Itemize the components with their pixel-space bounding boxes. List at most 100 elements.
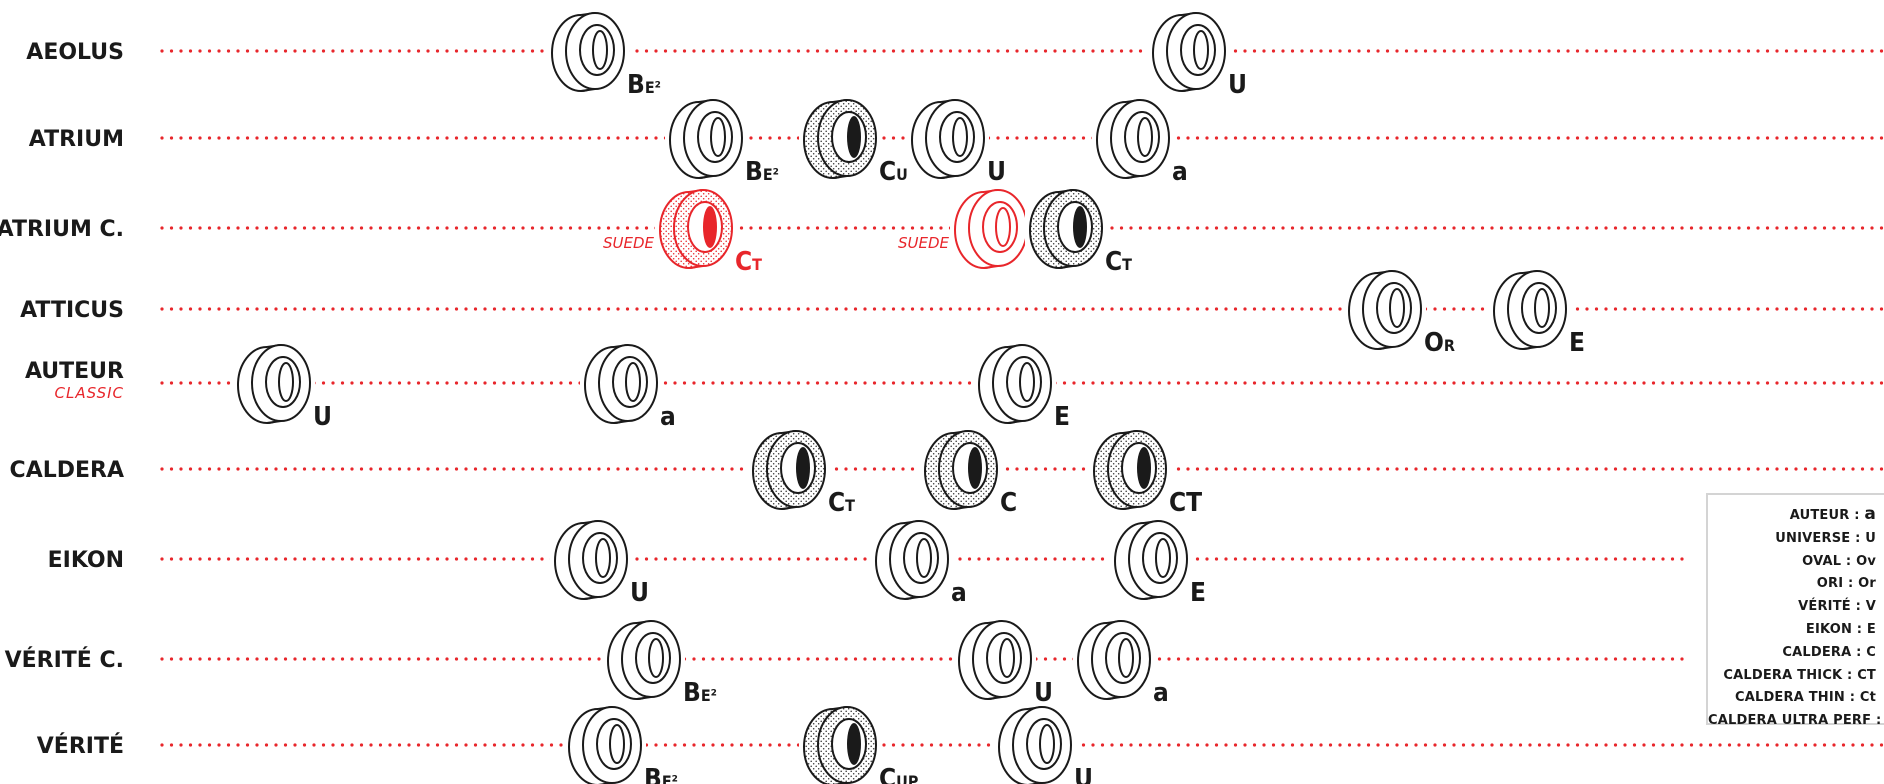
- pad-code-label: CT: [1105, 247, 1132, 277]
- row-label: VÉRITÉ: [37, 733, 124, 759]
- material-note: SUEDE: [603, 234, 655, 252]
- pad-code-label: U: [1228, 70, 1247, 100]
- pad-icon: BE²: [564, 703, 678, 784]
- legend-item-name: EIKON: [1806, 622, 1852, 637]
- pad-code-label: a: [951, 578, 967, 608]
- legend-item: VÉRITÉ : V: [1708, 596, 1876, 619]
- legend-item: CALDERA THIN : Ct: [1708, 687, 1876, 710]
- pad-code-label: CT: [828, 488, 855, 518]
- pad-icon: U: [954, 617, 1053, 708]
- pad-icon: a: [1073, 617, 1169, 708]
- legend-item-name: OVAL: [1802, 554, 1841, 569]
- legend-item: EIKON : E: [1708, 619, 1876, 642]
- product-row: ATRIUM C.CTSUEDEaSUEDECT: [0, 186, 1884, 277]
- legend-item: UNIVERSE : U: [1708, 528, 1876, 551]
- row-label: CALDERA: [10, 458, 124, 483]
- pad-code-label: C: [1000, 488, 1017, 518]
- product-row: AEOLUS BE² U: [26, 9, 1884, 100]
- product-row: ATRIUM BE² CUP Ua: [29, 96, 1884, 187]
- pad-code-label: U: [1074, 764, 1093, 784]
- pad-icon: CUP: [799, 703, 918, 784]
- pad-icon: a: [1092, 96, 1188, 187]
- pad-icon: aSUEDE: [898, 186, 1046, 277]
- legend-item-code: a: [1864, 504, 1876, 524]
- pad-icon: a: [871, 517, 967, 608]
- pad-icon: E: [1489, 267, 1585, 358]
- pad-code-label: a: [660, 402, 676, 432]
- pad-code-label: U: [987, 157, 1006, 187]
- pad-code-label: E: [1569, 328, 1585, 358]
- legend-item-name: CALDERA: [1782, 645, 1851, 660]
- pad-code-label: E: [1054, 402, 1070, 432]
- pad-code-label: BE²: [745, 157, 779, 187]
- legend-item-code: C: [1866, 645, 1876, 660]
- pad-code-label: U: [630, 578, 649, 608]
- legend-item: CALDERA ULTRA PERF : Cup: [1708, 710, 1876, 733]
- pad-icon: U: [233, 341, 332, 432]
- legend-item-code: Ct: [1860, 690, 1876, 705]
- product-row: CALDERA CT C CT: [10, 427, 1884, 518]
- pad-code-label: BE²: [627, 70, 661, 100]
- legend-item-name: CALDERA THIN: [1735, 690, 1845, 705]
- pad-code-label: BE²: [644, 764, 678, 784]
- legend-item-name: UNIVERSE: [1775, 531, 1850, 546]
- pad-icon: BE²: [603, 617, 717, 708]
- pad-code-label: CT: [1169, 488, 1202, 518]
- pad-icon: a: [580, 341, 676, 432]
- pad-icon: U: [550, 517, 649, 608]
- legend-item-name: VÉRITÉ: [1798, 599, 1851, 614]
- row-label: EIKON: [48, 548, 124, 573]
- pad-icon: CT: [748, 427, 855, 518]
- legend-item-code: CT: [1857, 668, 1876, 683]
- pad-icon: E: [974, 341, 1070, 432]
- legend-item-name: CALDERA ULTRA PERF: [1708, 713, 1871, 728]
- pad-icon: U: [1148, 9, 1247, 100]
- pad-code-label: CT: [735, 247, 762, 277]
- legend-item-code: Ov: [1856, 554, 1876, 569]
- row-label: AEOLUS: [26, 40, 124, 65]
- legend-item-code: U: [1865, 531, 1876, 546]
- product-row: VÉRITÉ BE² CUP U: [37, 703, 1884, 784]
- pad-icon: CT: [1025, 186, 1132, 277]
- legend-item: AUTEUR : a: [1708, 503, 1876, 528]
- legend-item-name: CALDERA THICK: [1723, 668, 1842, 683]
- pad-code-label: U: [313, 402, 332, 432]
- pad-icon: U: [994, 703, 1093, 784]
- legend-item-code: V: [1866, 599, 1876, 614]
- pad-icon: C: [920, 427, 1017, 518]
- pad-icon: U: [907, 96, 1006, 187]
- pad-code-label: E: [1190, 578, 1206, 608]
- legend-item: OVAL : Ov: [1708, 551, 1876, 574]
- pad-code-label: a: [1172, 157, 1188, 187]
- row-sublabel: CLASSIC: [55, 384, 125, 402]
- pad-icon: CT SUEDE: [603, 186, 762, 277]
- row-label: ATRIUM C.: [0, 217, 124, 242]
- legend-item-code: Or: [1858, 576, 1876, 591]
- legend-item-name: AUTEUR: [1790, 508, 1850, 523]
- pad-icon: CT: [1089, 427, 1202, 518]
- pad-icon: E: [1110, 517, 1206, 608]
- legend-item: CALDERA : C: [1708, 642, 1876, 665]
- pad-code-label: OR: [1424, 328, 1455, 358]
- material-note: SUEDE: [898, 234, 950, 252]
- pad-icon: BE²: [665, 96, 779, 187]
- pad-code-label: CUP: [879, 764, 918, 784]
- row-label: ATRIUM: [29, 127, 124, 152]
- pad-code-label: a: [1153, 678, 1169, 708]
- legend-item: CALDERA THICK : CT: [1708, 665, 1876, 688]
- pad-code-label: BE²: [683, 678, 717, 708]
- legend-item-code: E: [1867, 622, 1876, 637]
- pad-icon: OR: [1344, 267, 1455, 358]
- row-label: VÉRITÉ C.: [5, 647, 124, 673]
- pad-icon: BE²: [547, 9, 661, 100]
- row-label: AUTEUR: [25, 359, 124, 384]
- legend-item: ORI : Or: [1708, 573, 1876, 596]
- row-label: ATTICUS: [20, 298, 124, 323]
- pad-icon: CUP: [799, 96, 918, 187]
- legend-item-name: ORI: [1817, 576, 1844, 591]
